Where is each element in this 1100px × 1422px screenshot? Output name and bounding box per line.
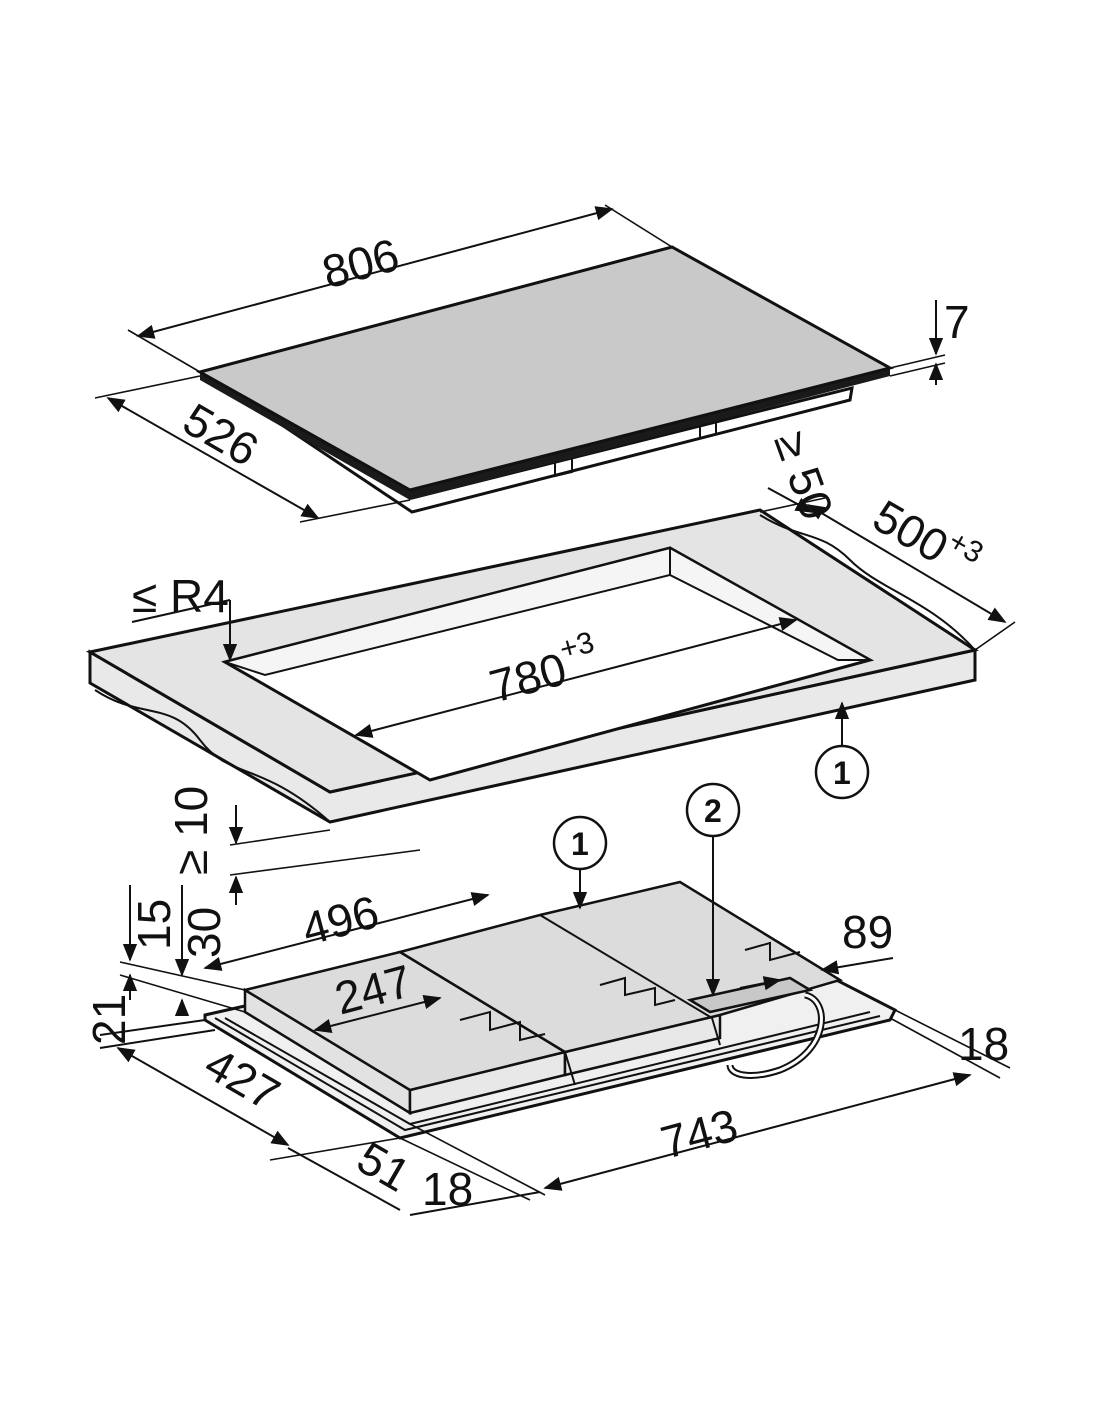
dim-806-label: 806	[317, 228, 405, 298]
dim-15-label: 15	[128, 899, 180, 950]
dim-r4: ≤ R4	[131, 570, 238, 662]
callout-1-worktop-label: 1	[833, 755, 851, 791]
rail-right	[539, 914, 721, 1046]
callout-1-underside-label: 1	[571, 826, 589, 862]
dim-7-label: 7	[944, 296, 970, 348]
groove-left	[459, 1010, 546, 1042]
hob-vent-1	[554, 458, 573, 478]
cutout-inner-wall-right	[669, 546, 874, 661]
dim-496-label: 496	[296, 885, 384, 955]
hob-vent-2	[699, 421, 717, 440]
dim-30-label: 30	[178, 907, 230, 958]
dim-10-label: ≥ 10	[165, 786, 217, 875]
groove-right-2	[744, 941, 801, 962]
groove-right	[599, 976, 676, 1007]
dim-50-label: ≥ 50	[764, 425, 843, 527]
dim-r4-label: ≤ R4	[132, 570, 229, 622]
dim-21-label: 21	[83, 994, 135, 1045]
callout-1-underside: 1	[552, 815, 608, 910]
dim-7: 7	[889, 296, 970, 385]
dim-50: ≥ 50	[764, 425, 843, 527]
dim-743-label: 743	[655, 1099, 743, 1169]
dim-89-label: 89	[842, 906, 893, 958]
callout-1-worktop: 1	[814, 701, 870, 800]
dim-10: ≥ 10	[165, 786, 421, 905]
dim-15-30-21: 15 30 21	[83, 885, 246, 1049]
dim-18-right: 18	[889, 1009, 1011, 1079]
dim-18-front-label: 18	[422, 1163, 473, 1215]
callout-2-label: 2	[704, 793, 722, 829]
dim-743: 743	[543, 1072, 972, 1191]
callout-2: 2	[685, 782, 741, 997]
dim-18-right-label: 18	[958, 1018, 1009, 1070]
dim-89: 89	[739, 906, 893, 991]
break-line-left	[94, 689, 331, 823]
